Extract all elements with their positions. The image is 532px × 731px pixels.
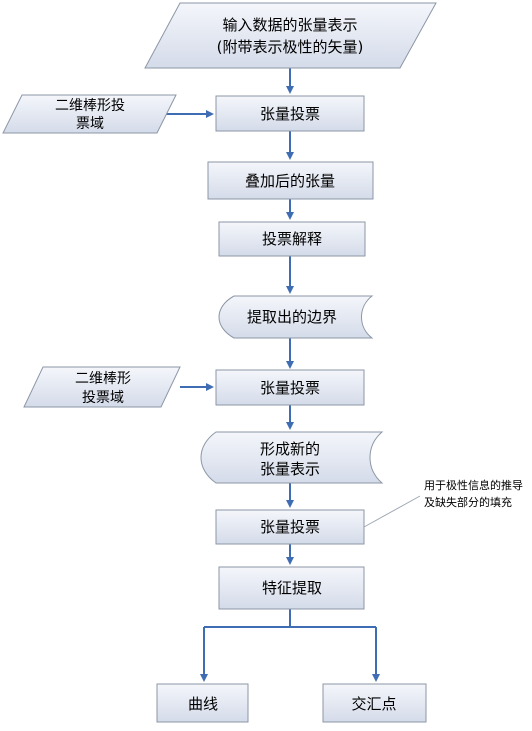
curve-output-node: 曲线 bbox=[156, 683, 249, 723]
newrep-line-1: 形成新的 bbox=[260, 440, 320, 458]
curve-label: 曲线 bbox=[188, 695, 218, 713]
field2-line-2: 投票域 bbox=[82, 390, 124, 406]
vote2-label: 张量投票 bbox=[260, 379, 320, 397]
input-line-1: 输入数据的张量表示 bbox=[222, 16, 357, 34]
summed-tensor-node: 叠加后的张量 bbox=[207, 161, 374, 200]
connectors bbox=[166, 68, 380, 682]
field1-line-1: 二维棒形投 bbox=[55, 98, 125, 114]
junction-output-node: 交汇点 bbox=[322, 683, 427, 723]
annotation-line-1: 用于极性信息的推导 bbox=[424, 478, 523, 492]
interp-label: 投票解释 bbox=[262, 230, 322, 248]
input-line-2: (附带表示极性的矢量) bbox=[217, 38, 364, 56]
tensor-voting-node-1: 张量投票 bbox=[215, 95, 365, 132]
input-data-node: 输入数据的张量表示 (附带表示极性的矢量) bbox=[144, 2, 437, 69]
feature-extraction-node: 特征提取 bbox=[218, 566, 365, 610]
annotation-line-2: 及缺失部分的填充 bbox=[424, 495, 512, 509]
field1-line-2: 票域 bbox=[76, 116, 104, 132]
new-tensor-representation-node: 形成新的 张量表示 bbox=[200, 431, 384, 484]
newrep-line-2: 张量表示 bbox=[260, 460, 320, 478]
voting-field-node-1: 二维棒形投 票域 bbox=[2, 94, 177, 134]
arrow-feature-split bbox=[204, 609, 291, 628]
vote3-label: 张量投票 bbox=[260, 518, 320, 536]
vote-interpretation-node: 投票解释 bbox=[218, 221, 366, 257]
boundary-label: 提取出的边界 bbox=[247, 308, 337, 326]
extracted-boundary-node: 提取出的边界 bbox=[218, 295, 374, 339]
field2-line-1: 二维棒形 bbox=[75, 371, 131, 387]
junction-label: 交汇点 bbox=[351, 695, 396, 713]
voting-field-node-2: 二维棒形 投票域 bbox=[23, 366, 181, 408]
vote1-label: 张量投票 bbox=[260, 105, 320, 123]
tensor-voting-node-2: 张量投票 bbox=[215, 369, 365, 406]
annotation-callout: 用于极性信息的推导 及缺失部分的填充 bbox=[363, 478, 523, 528]
tensor-voting-node-3: 张量投票 bbox=[215, 509, 365, 545]
feature-label: 特征提取 bbox=[262, 579, 322, 597]
sum-label: 叠加后的张量 bbox=[245, 172, 335, 190]
annotation-leader-line bbox=[363, 495, 421, 528]
